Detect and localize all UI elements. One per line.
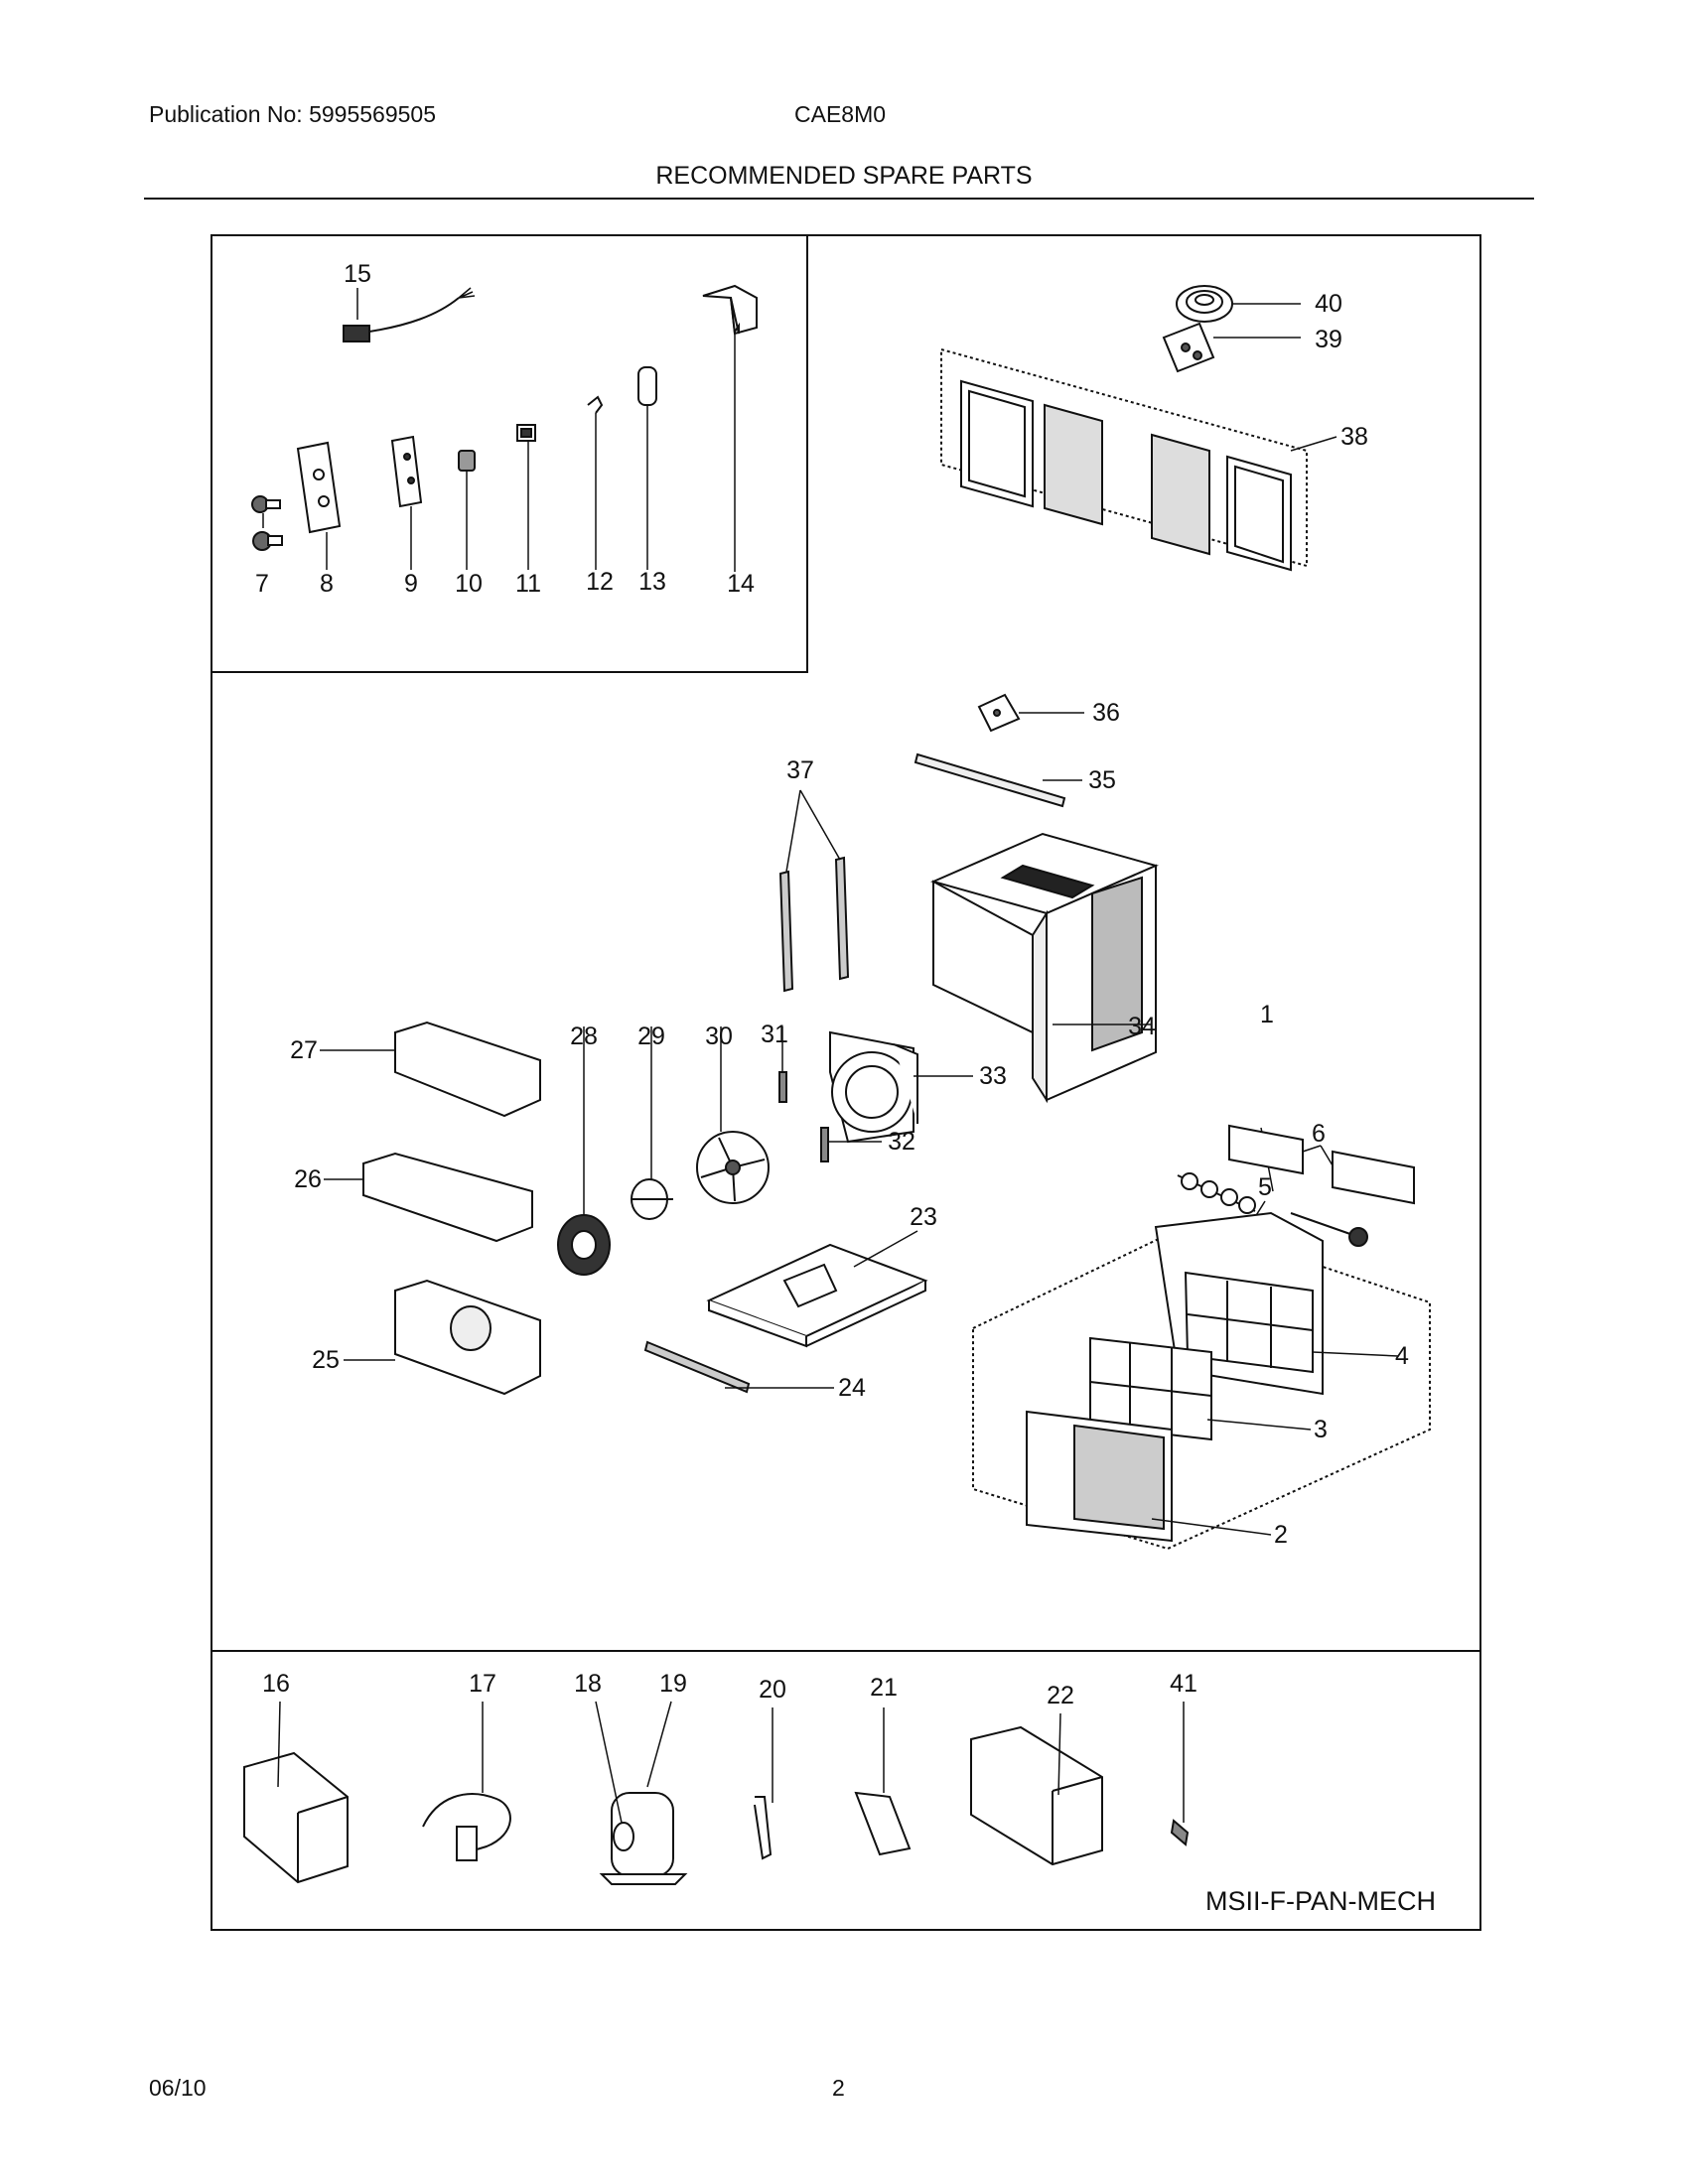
callout-28: 28 bbox=[570, 1023, 598, 1050]
part-12-clip bbox=[587, 395, 604, 414]
callout-14: 14 bbox=[727, 570, 755, 598]
part-17-tubing bbox=[422, 1702, 511, 1861]
callout-1: 1 bbox=[1260, 1001, 1274, 1028]
callout-3: 3 bbox=[1314, 1416, 1328, 1443]
callout-40: 40 bbox=[1315, 290, 1342, 318]
page-title: RECOMMENDED SPARE PARTS bbox=[655, 162, 1033, 190]
callout-11: 11 bbox=[515, 570, 541, 598]
callout-6: 6 bbox=[1312, 1120, 1326, 1148]
callout-39: 39 bbox=[1315, 326, 1342, 353]
callout-9: 9 bbox=[404, 570, 418, 598]
callout-7: 7 bbox=[255, 570, 269, 598]
callout-22: 22 bbox=[1047, 1682, 1074, 1709]
header-rule bbox=[144, 198, 1534, 200]
part-2-front-grille bbox=[1026, 1410, 1272, 1543]
callout-27: 27 bbox=[290, 1036, 318, 1064]
callout-24: 24 bbox=[838, 1374, 866, 1402]
callout-20: 20 bbox=[759, 1676, 786, 1704]
callout-23: 23 bbox=[910, 1203, 937, 1231]
callout-34: 34 bbox=[1128, 1013, 1156, 1040]
part-30-fan-blade bbox=[696, 1026, 770, 1204]
callout-30: 30 bbox=[705, 1023, 733, 1050]
callout-38: 38 bbox=[1340, 423, 1368, 451]
part-24-rail bbox=[643, 1340, 834, 1394]
part-37-side-seals bbox=[778, 789, 850, 993]
callout-16: 16 bbox=[262, 1670, 290, 1698]
part-6-louvers bbox=[1228, 1124, 1415, 1205]
diagram-code: MSII-F-PAN-MECH bbox=[1205, 1886, 1436, 1916]
callout-4: 4 bbox=[1395, 1342, 1409, 1370]
part-26-scroll-base bbox=[324, 1152, 533, 1243]
part-5-louver-shaft bbox=[1177, 1172, 1368, 1247]
callout-10: 10 bbox=[455, 570, 483, 598]
callout-18: 18 bbox=[574, 1670, 602, 1698]
part-40-coil bbox=[1176, 285, 1301, 323]
callout-17: 17 bbox=[469, 1670, 496, 1698]
model-number: CAE8M0 bbox=[794, 101, 887, 127]
part-13-capacitor bbox=[637, 366, 657, 406]
part-3-filter bbox=[1089, 1336, 1312, 1441]
callout-15: 15 bbox=[344, 260, 371, 288]
part-18-19-compressor bbox=[595, 1701, 688, 1885]
publication-number: Publication No: 5995569505 bbox=[149, 101, 437, 127]
part-10-switch bbox=[458, 450, 476, 472]
part-15-power-cord bbox=[343, 287, 476, 342]
part-23-base-pan bbox=[706, 1230, 928, 1348]
callout-13: 13 bbox=[638, 568, 666, 596]
callout-33: 33 bbox=[979, 1062, 1007, 1090]
part-9-control-board bbox=[390, 435, 423, 508]
diagram-frame bbox=[211, 234, 1481, 1931]
part-8-control-plate bbox=[296, 441, 342, 534]
part-7-knobs bbox=[251, 495, 283, 551]
callout-36: 36 bbox=[1092, 699, 1120, 727]
part-38-grille-frame bbox=[940, 347, 1337, 572]
callout-29: 29 bbox=[637, 1023, 665, 1050]
part-11-rocker bbox=[516, 424, 536, 442]
callout-32: 32 bbox=[888, 1128, 915, 1156]
callout-8: 8 bbox=[320, 570, 334, 598]
callout-37: 37 bbox=[786, 756, 814, 784]
callout-5: 5 bbox=[1258, 1173, 1272, 1201]
part-27-scroll-top bbox=[320, 1021, 541, 1118]
footer-date: 06/10 bbox=[149, 2075, 207, 2101]
part-39-clip-set bbox=[1162, 322, 1301, 373]
part-21-tube bbox=[854, 1707, 912, 1856]
accessory-panel-frame bbox=[211, 234, 808, 673]
callout-31: 31 bbox=[761, 1021, 788, 1048]
part-33-shroud bbox=[829, 1030, 973, 1144]
part-31-screw bbox=[778, 1026, 787, 1103]
part-41-sensor bbox=[1170, 1702, 1190, 1846]
page-number: 2 bbox=[832, 2075, 845, 2101]
part-16-evaporator bbox=[243, 1701, 349, 1884]
callout-26: 26 bbox=[294, 1165, 322, 1193]
part-22-condenser bbox=[970, 1712, 1103, 1866]
callout-21: 21 bbox=[870, 1674, 898, 1702]
callout-41: 41 bbox=[1170, 1670, 1197, 1698]
callout-25: 25 bbox=[312, 1346, 340, 1374]
part-25-air-duct bbox=[344, 1279, 541, 1396]
part-14-bracket bbox=[702, 284, 758, 336]
callout-2: 2 bbox=[1274, 1521, 1288, 1549]
part-34-cabinet bbox=[930, 832, 1159, 1104]
part-20-tube bbox=[754, 1707, 774, 1860]
part-29-motor bbox=[631, 1026, 673, 1220]
callout-12: 12 bbox=[586, 568, 614, 596]
part-32-spring bbox=[820, 1127, 882, 1162]
part-36-clip-set bbox=[977, 693, 1084, 733]
callout-19: 19 bbox=[659, 1670, 687, 1698]
part-35-seal-strip bbox=[914, 752, 1082, 808]
callout-35: 35 bbox=[1088, 766, 1116, 794]
part-28-blower-wheel bbox=[557, 1026, 611, 1276]
part-4-front-panel bbox=[1154, 1211, 1399, 1396]
